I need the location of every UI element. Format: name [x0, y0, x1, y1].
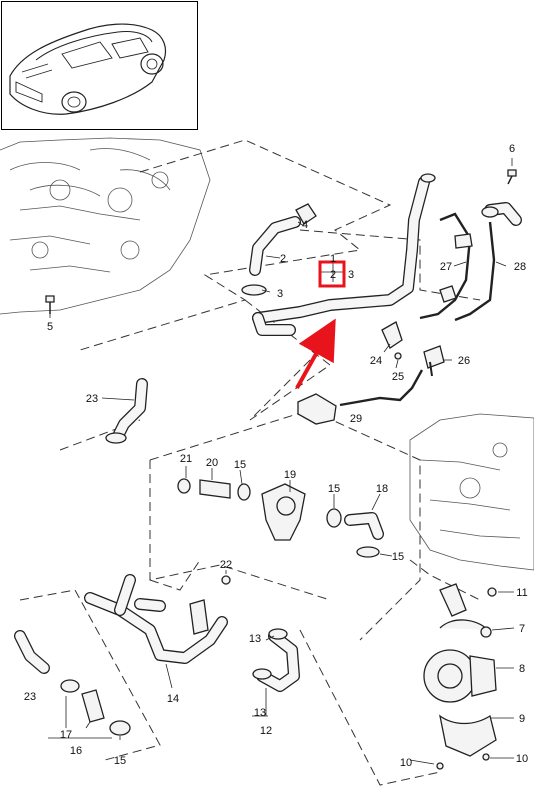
- lower-left-parts: [14, 630, 131, 736]
- label-p18: 18: [376, 483, 388, 495]
- label-p29: 29: [350, 413, 362, 425]
- label-p27: 27: [440, 261, 452, 273]
- vent-lines: [419, 202, 522, 322]
- label-p15b: 15: [328, 483, 340, 495]
- vehicle-thumbnail: [1, 1, 198, 130]
- label-p15d: 15: [114, 755, 126, 767]
- label-p28: 28: [514, 261, 526, 273]
- label-n3: 3: [348, 269, 354, 281]
- label-n1: 1: [330, 253, 336, 265]
- label-p6: 6: [509, 143, 515, 155]
- engine-block-top: [0, 137, 211, 315]
- label-p10a: 10: [400, 757, 412, 769]
- hose-29: [297, 369, 424, 425]
- label-p26: 26: [458, 355, 470, 367]
- hose-2: [241, 203, 317, 296]
- highlight-arrow: [295, 318, 336, 389]
- coolant-pipe-upper: [252, 173, 436, 336]
- label-p7: 7: [519, 623, 525, 635]
- label-p4: 4: [302, 219, 308, 231]
- bolts: [45, 169, 517, 770]
- thermostat-group: [177, 478, 384, 558]
- label-p10b: 10: [516, 753, 528, 765]
- highlight-box: [318, 260, 346, 288]
- part-labels: 1 2 3 2 3 4 5 6 7 8 9 10 10 11 12 13 13 …: [24, 143, 528, 769]
- label-p11: 11: [516, 587, 527, 599]
- hose-23-upper: [105, 378, 148, 444]
- water-pump: [423, 583, 497, 757]
- label-p17: 17: [60, 729, 72, 741]
- label-p16: 16: [70, 745, 82, 757]
- label-p13a: 13: [249, 633, 261, 645]
- assembly-outlines: [19, 139, 481, 786]
- label-p13b: 13: [254, 707, 266, 719]
- label-p15a: 15: [234, 459, 246, 471]
- label-p25: 25: [392, 371, 404, 383]
- label-p23a: 23: [86, 393, 98, 405]
- label-p14: 14: [167, 693, 179, 705]
- leader-lines: [48, 158, 515, 765]
- label-p8: 8: [519, 663, 525, 675]
- bracket-24-25-26: [381, 321, 445, 377]
- label-p22: 22: [220, 559, 232, 571]
- coolant-pipe-lower: [84, 574, 228, 664]
- label-n2: 2: [330, 269, 336, 281]
- label-p23b: 23: [24, 691, 36, 703]
- label-p9: 9: [519, 713, 525, 725]
- car-outline-icon: [9, 23, 167, 115]
- engine-block-right: [409, 413, 534, 571]
- label-p24: 24: [370, 355, 382, 367]
- label-p5: 5: [47, 321, 53, 333]
- label-p2: 2: [280, 253, 286, 265]
- label-p15c: 15: [392, 551, 404, 563]
- label-p19: 19: [284, 469, 296, 481]
- label-p21: 21: [180, 453, 192, 465]
- label-p20: 20: [206, 457, 218, 469]
- label-p12: 12: [260, 725, 272, 737]
- label-p3: 3: [277, 288, 283, 300]
